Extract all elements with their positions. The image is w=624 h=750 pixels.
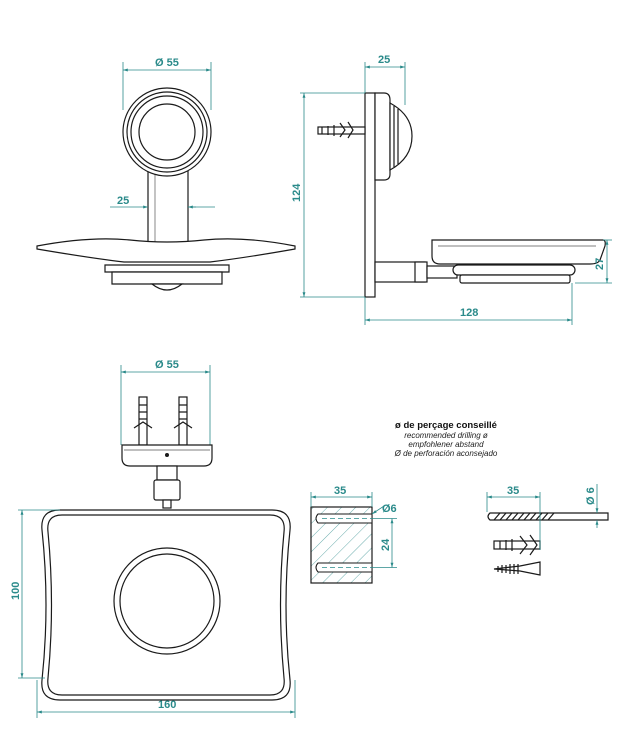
drill-bit-icon [487,512,609,521]
dim-dish-height: 27 [594,258,606,270]
dish-base [111,271,223,285]
top-view: Ø 55 100 160 [10,359,296,718]
side-dish [431,239,606,265]
dim-depth: 25 [378,54,390,66]
wall-plug-icon [493,534,541,556]
drilling-en: recommended drilling ø [404,431,488,440]
dim-hole-diameter: Ø6 [382,503,397,515]
dim-height: 124 [291,183,303,202]
dim-top-width: 160 [158,699,176,711]
wall-plate [364,92,376,298]
dim-stem-width: 25 [117,195,129,207]
dim-diameter: Ø 55 [155,57,179,69]
soap-dish [36,238,296,263]
drilling-es: Ø de perforación aconsejado [394,449,498,458]
dim-top-diameter: Ø 55 [155,359,179,371]
drilling-note: ø de perçage conseillé recommended drill… [394,420,498,458]
drilling-de: empfohlener abstand [408,440,484,449]
stem [147,164,189,254]
wall-anchor-icon [133,396,193,446]
dim-drill-diameter: Ø 6 [585,487,597,505]
dim-top-height: 100 [10,582,22,600]
dim-hole-spacing: 24 [380,538,392,551]
side-view: 25 124 27 128 [291,54,612,325]
dim-projection: 128 [460,307,478,319]
dome [389,101,413,172]
front-view: Ø 55 25 [36,57,296,291]
drilling-title: ø de perçage conseillé [395,420,497,431]
screw-icon [493,561,541,576]
wall-section: 35 Ø6 24 [310,485,397,584]
drill-hardware: 35 Ø 6 [486,484,609,576]
dim-drill-depth: 35 [507,485,519,497]
dim-wall-depth: 35 [334,485,346,497]
wall-anchor-icon [317,121,366,139]
